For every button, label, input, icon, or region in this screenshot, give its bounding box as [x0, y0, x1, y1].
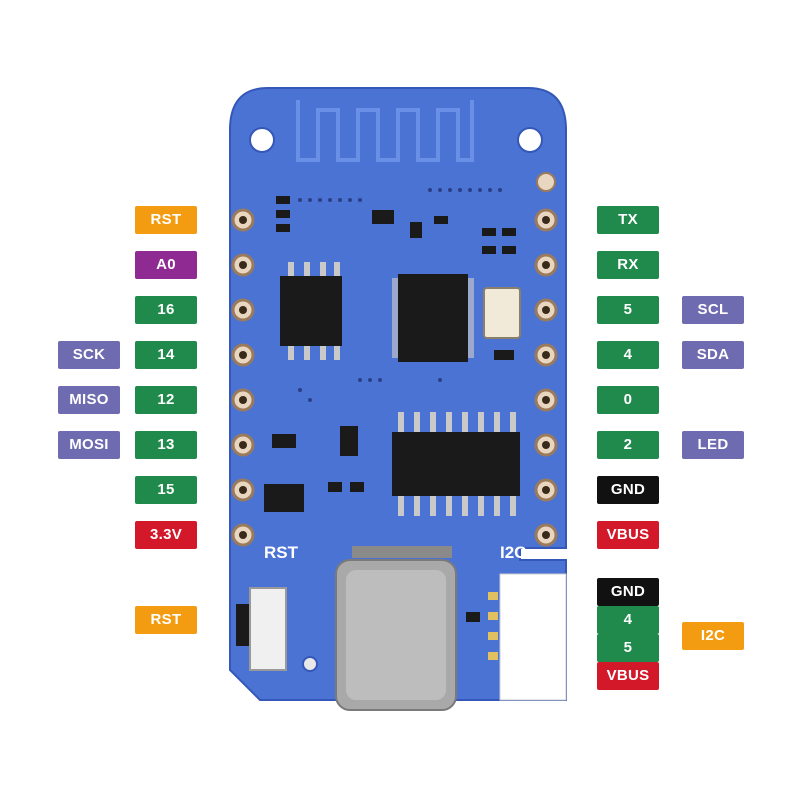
- right-pin-function-label: LED: [682, 431, 744, 459]
- header-hole: [239, 306, 247, 314]
- right-pin-label: 0: [597, 386, 659, 414]
- left-pin-label: A0: [135, 251, 197, 279]
- i2c-group-label: I2C: [682, 622, 744, 650]
- header-hole: [542, 306, 550, 314]
- right-pin-label: 2: [597, 431, 659, 459]
- mounting-hole: [249, 127, 275, 153]
- left-pin-header: [231, 208, 255, 547]
- left-pin-label: RST: [135, 206, 197, 234]
- left-pin-function-label: SCK: [58, 341, 120, 369]
- left-pin-function-label: MOSI: [58, 431, 120, 459]
- header-hole: [239, 396, 247, 404]
- header-hole: [239, 261, 247, 269]
- silk-i2c-label: I2C: [500, 543, 526, 562]
- reset-button-part: [236, 587, 287, 671]
- wifi-antenna: [296, 100, 474, 162]
- mounting-hole: [536, 172, 556, 192]
- crystal: [483, 287, 521, 339]
- smd-components: [264, 196, 516, 512]
- header-hole: [239, 531, 247, 539]
- via-dots: [298, 188, 502, 402]
- header-hole: [542, 441, 550, 449]
- right-pin-function-label: SCL: [682, 296, 744, 324]
- left-pin-label: 13: [135, 431, 197, 459]
- right-pin-label: 4: [597, 341, 659, 369]
- header-hole: [542, 216, 550, 224]
- pcb-board: [229, 87, 567, 701]
- header-hole: [239, 486, 247, 494]
- right-pin-function-label: SDA: [682, 341, 744, 369]
- i2c-connector-part: [466, 573, 567, 701]
- flash-chip: [280, 262, 342, 360]
- usb-c-connector: [335, 546, 457, 711]
- right-pin-label: TX: [597, 206, 659, 234]
- header-hole: [239, 351, 247, 359]
- i2c-pin-label: GND: [597, 578, 659, 606]
- usb-serial-chip: [392, 412, 520, 516]
- header-hole: [542, 531, 550, 539]
- mounting-hole: [302, 656, 318, 672]
- silk-rst-label: RST: [264, 543, 299, 562]
- right-pin-label: VBUS: [597, 521, 659, 549]
- header-hole: [542, 351, 550, 359]
- right-pin-label: GND: [597, 476, 659, 504]
- rst-button-label: RST: [135, 606, 197, 634]
- left-pin-function-label: MISO: [58, 386, 120, 414]
- left-pin-label: 14: [135, 341, 197, 369]
- right-pin-header: [534, 208, 558, 547]
- i2c-pin-label: 5: [597, 634, 659, 662]
- left-pin-label: 12: [135, 386, 197, 414]
- mounting-hole: [517, 127, 543, 153]
- i2c-pin-label: VBUS: [597, 662, 659, 690]
- right-pin-label: RX: [597, 251, 659, 279]
- header-hole: [239, 441, 247, 449]
- i2c-pin-label: 4: [597, 606, 659, 634]
- header-hole: [542, 486, 550, 494]
- header-hole: [542, 396, 550, 404]
- right-pin-label: 5: [597, 296, 659, 324]
- mcu-chip: [392, 274, 474, 362]
- left-pin-label: 15: [135, 476, 197, 504]
- header-hole: [542, 261, 550, 269]
- left-pin-label: 16: [135, 296, 197, 324]
- left-pin-label: 3.3V: [135, 521, 197, 549]
- header-hole: [239, 216, 247, 224]
